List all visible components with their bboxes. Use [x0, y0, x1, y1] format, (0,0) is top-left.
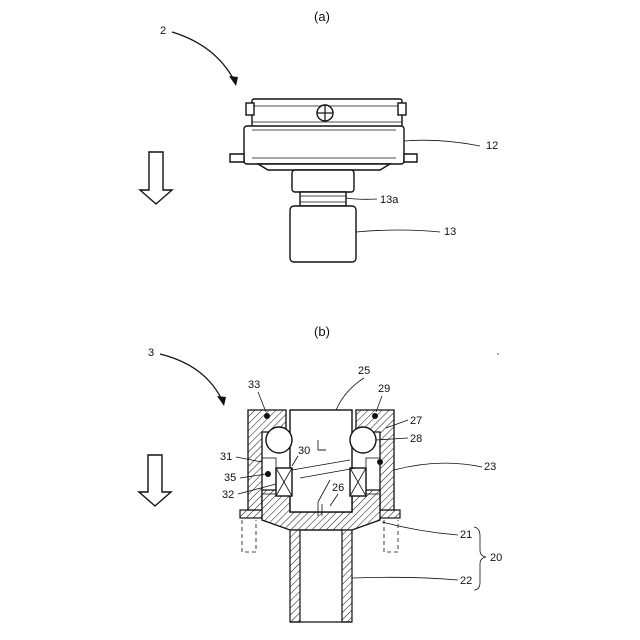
- label-12: 12: [486, 140, 498, 152]
- speck: [497, 353, 499, 355]
- label-28: 28: [410, 433, 422, 445]
- leader-22: [352, 577, 458, 580]
- label-35: 35: [224, 472, 236, 484]
- label-27: 27: [410, 415, 422, 427]
- label-20: 20: [490, 552, 502, 564]
- label-13a: 13a: [380, 194, 399, 206]
- label-30: 30: [298, 445, 310, 457]
- label-22: 22: [460, 575, 472, 587]
- leader-21: [382, 522, 458, 535]
- bracket-left: [242, 520, 256, 552]
- label-23: 23: [484, 461, 496, 473]
- coil-right: [350, 468, 366, 496]
- leader-13a: [346, 198, 377, 199]
- coil-left: [276, 468, 292, 496]
- down-arrow-a: [140, 152, 172, 204]
- flange-12: [230, 126, 417, 170]
- tube-wall-left: [290, 530, 300, 622]
- neck-13a: [292, 170, 354, 206]
- label-2: 2: [160, 25, 166, 37]
- label-29: 29: [378, 383, 390, 395]
- caption-a: (a): [314, 9, 330, 24]
- nozzle-13: [290, 206, 356, 262]
- ball-right: [350, 427, 376, 453]
- screw-icon: [317, 105, 333, 121]
- leader-23: [394, 463, 482, 470]
- bracket-right: [384, 520, 398, 552]
- leader-12: [404, 140, 480, 146]
- leader-33: [258, 392, 266, 412]
- arrowhead-3: [217, 396, 226, 406]
- down-arrow-b: [139, 455, 171, 506]
- label-26: 26: [332, 482, 344, 494]
- label-32: 32: [222, 489, 234, 501]
- label-25: 25: [358, 365, 370, 377]
- arrow-3: [160, 354, 222, 400]
- brace-20: [474, 527, 486, 590]
- leader-13: [356, 230, 440, 232]
- oring-29: [372, 413, 378, 419]
- label-31: 31: [220, 451, 232, 463]
- label-13: 13: [444, 226, 456, 238]
- label-3: 3: [148, 347, 154, 359]
- oring-33: [264, 413, 270, 419]
- caption-b: (b): [314, 324, 330, 339]
- ball-left: [266, 427, 292, 453]
- label-33: 33: [248, 379, 260, 391]
- arrow-2: [172, 32, 234, 80]
- label-21: 21: [460, 529, 472, 541]
- tube-wall-right: [342, 530, 352, 622]
- leader-25: [336, 378, 364, 410]
- arrowhead-2: [229, 76, 238, 86]
